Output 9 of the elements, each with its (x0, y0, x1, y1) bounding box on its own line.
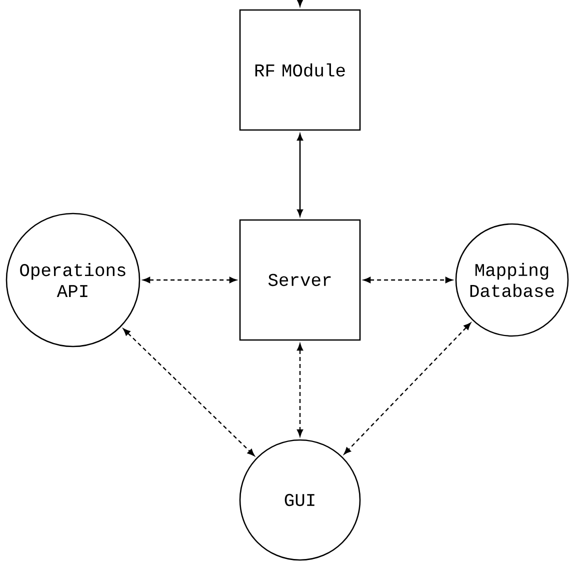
dashed-arrow (344, 322, 471, 454)
dashed-arrow (123, 328, 255, 456)
arrow (297, 0, 303, 6)
process-box: RF MOdule (239, 9, 361, 131)
dashed-arrow (363, 276, 453, 284)
dashed-arrow (142, 276, 237, 284)
arrow (297, 134, 303, 216)
process-box: Server (239, 219, 361, 341)
dashed-arrow (296, 343, 304, 437)
